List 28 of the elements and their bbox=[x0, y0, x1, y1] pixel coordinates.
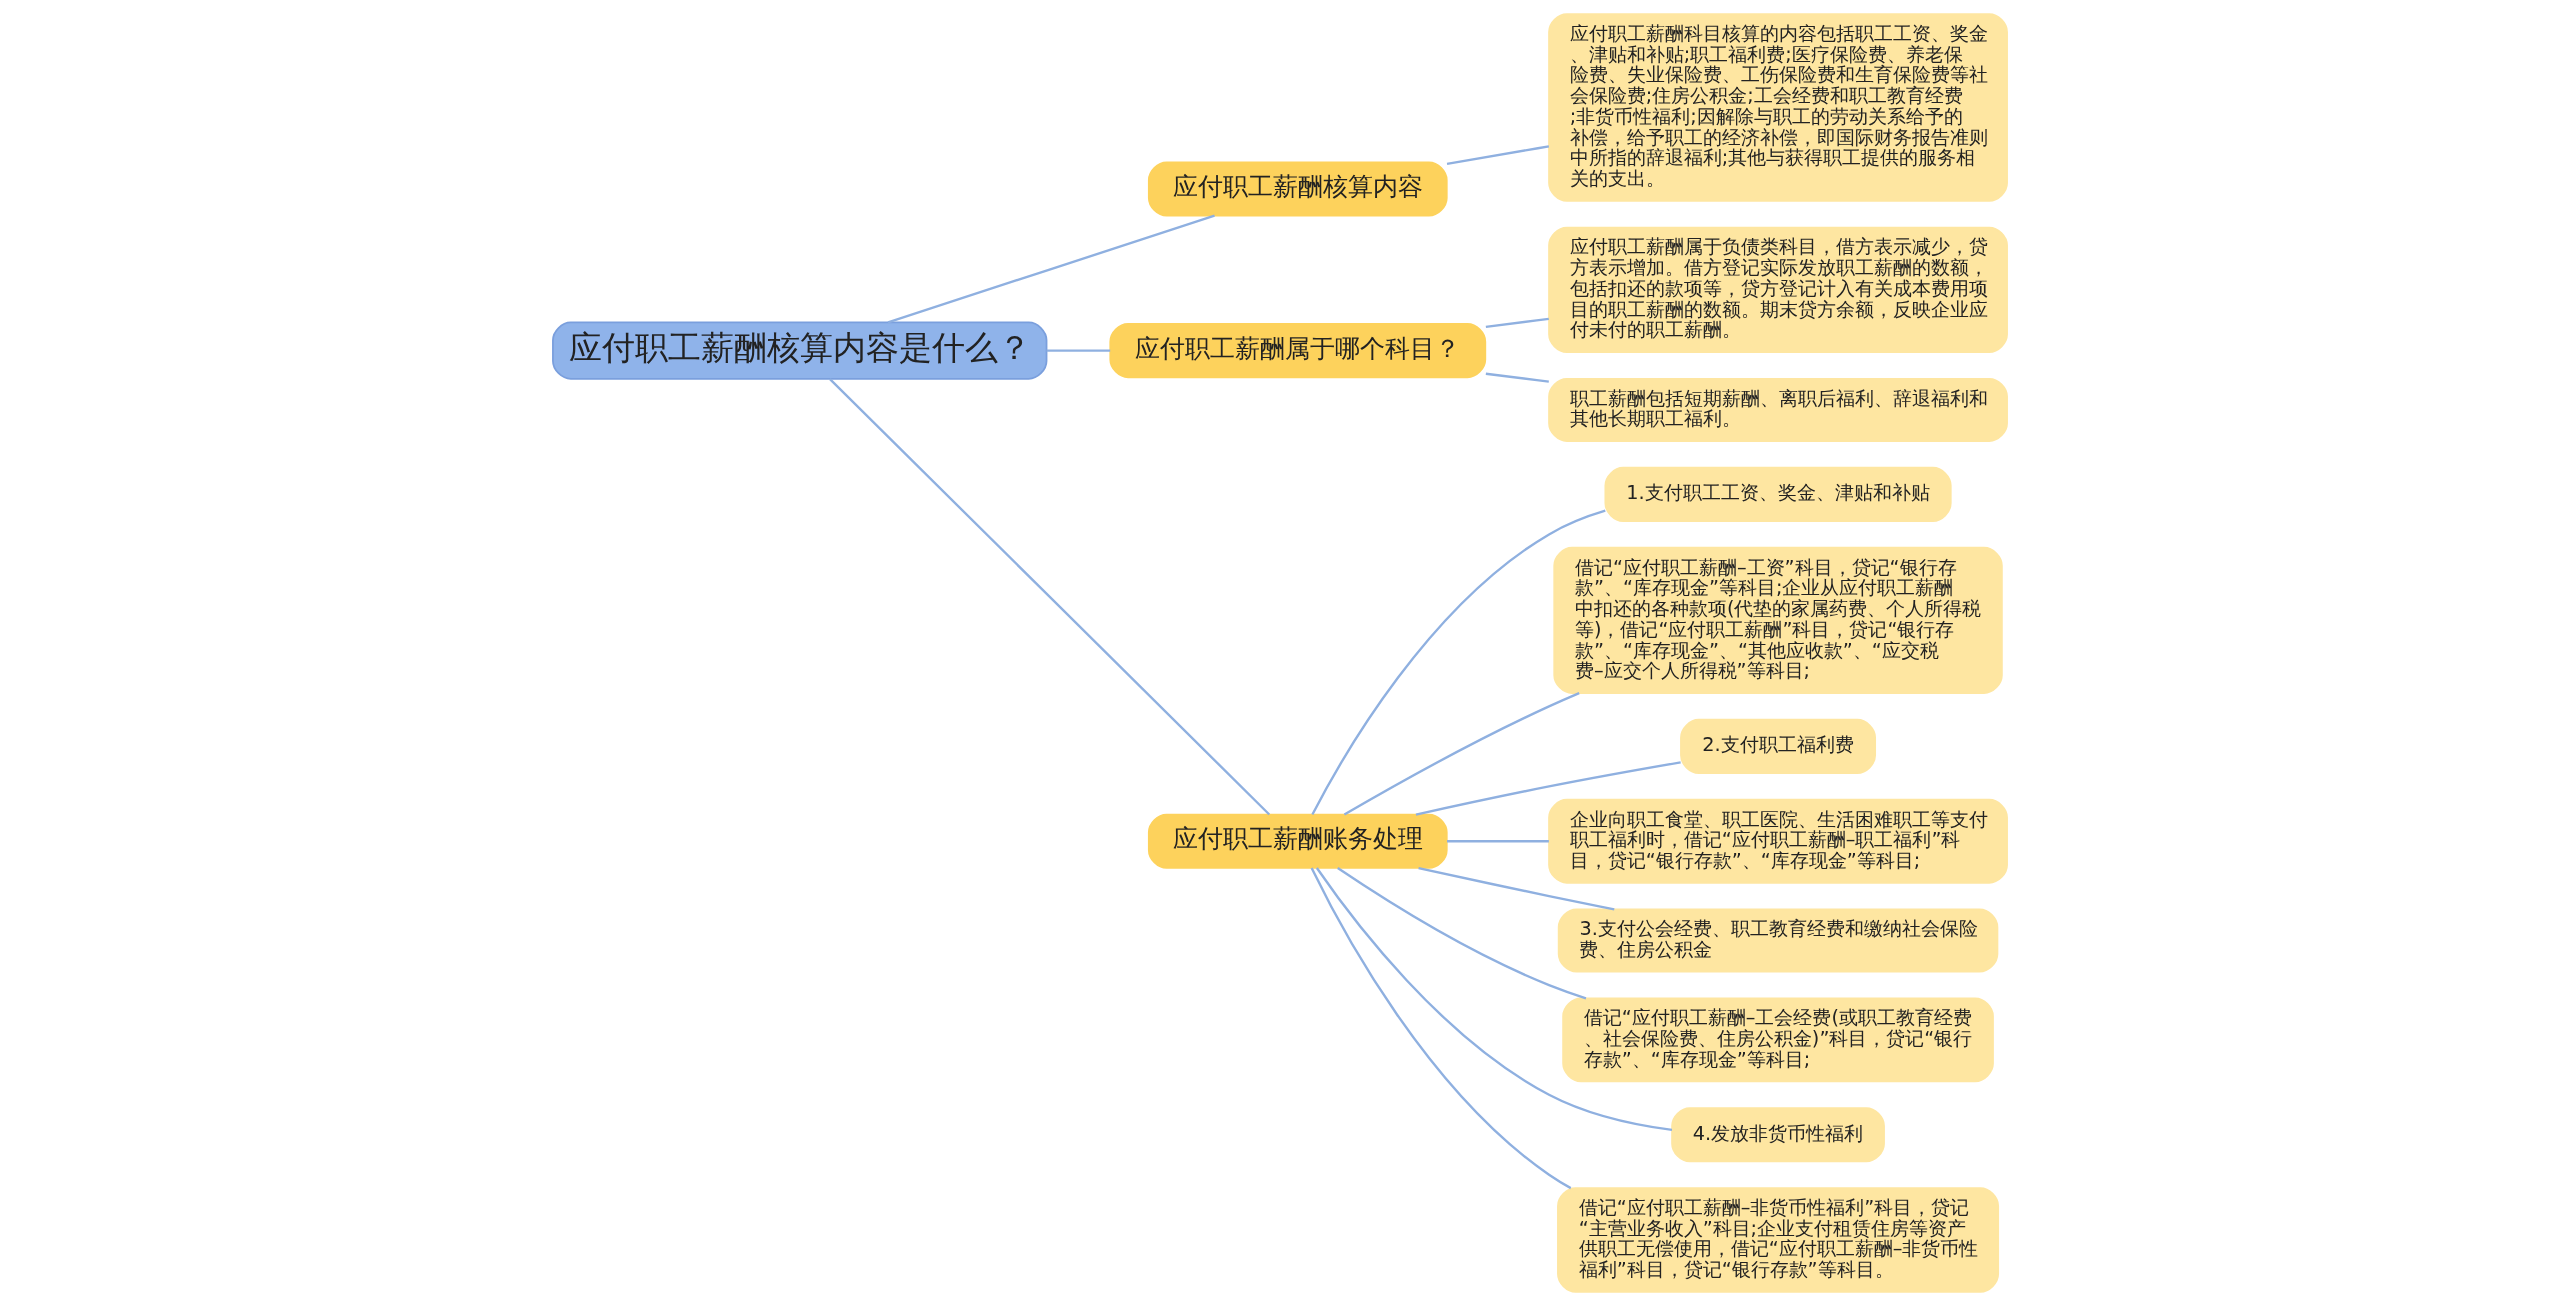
connector bbox=[1315, 867, 1673, 1132]
node-box: 应付职工薪酬属于哪个科目？ bbox=[1109, 323, 1487, 379]
node-box: 借记“应付职工薪酬–非货币性福利”科目，贷记“主营业务收入”科目;企业支付租赁住房等资产供职工无偿使用，借记“应付职工薪酬–非货币性福利”科目，贷记“银行存款”等科目。 bbox=[1557, 1187, 2000, 1293]
node-box: 职工薪酬包括短期薪酬、离职后福利、辞退福利和其他长期职工福利。 bbox=[1548, 377, 2008, 442]
connector bbox=[1046, 349, 1111, 352]
connector bbox=[1485, 372, 1549, 383]
connector bbox=[1447, 840, 1549, 843]
connector bbox=[1446, 145, 1550, 165]
connector bbox=[1343, 692, 1580, 816]
connector bbox=[1311, 509, 1606, 816]
connector bbox=[1337, 867, 1587, 1000]
node-box: 3.支付公会经费、职工教育经费和缴纳社会保险费、住房公积金 bbox=[1557, 908, 1999, 973]
node-box: 应付职工薪酬科目核算的内容包括职工工资、奖金、津贴和补贴;职工福利费;医疗保险费、养老保险费、失业保险费、工伤保险费和生育保险费等社会保险费;住房公积金;工会经费和职工教育经费;非货币性福利;因解除与职工的劳动关系给予的补偿，给予职工的经济补偿，即国际财务报告准则中所指的辞退福利;其他与获得职工提供的服务相关的支出。 bbox=[1548, 13, 2008, 202]
connector bbox=[887, 214, 1215, 324]
node-box: 借记“应付职工薪酬–工资”科目，贷记“银行存款”、“库存现金”等科目;企业从应付职工薪酬中扣还的各种款项(代垫的家属药费、个人所得税等)，借记“应付职工薪酬”科目，贷记“银行存款”、“库存现金”、“其他应收款”、“应交税费–应交个人所得税”等科目; bbox=[1553, 546, 2003, 694]
connector bbox=[1310, 867, 1572, 1190]
node-box: 应付职工薪酬账务处理 bbox=[1147, 813, 1448, 869]
connector bbox=[1415, 761, 1681, 816]
node-box: 4.发放非货币性福利 bbox=[1671, 1107, 1885, 1163]
node-box: 企业向职工食堂、职工医院、生活困难职工等支付职工福利时，借记“应付职工薪酬–职工福利”科目，贷记“银行存款”、“库存现金”等科目; bbox=[1548, 798, 2008, 884]
node-box: 应付职工薪酬核算内容是什么？ bbox=[552, 321, 1048, 380]
node-box: 1.支付职工工资、奖金、津贴和补贴 bbox=[1604, 466, 1952, 522]
connector bbox=[829, 378, 1271, 816]
node-box: 应付职工薪酬属于负债类科目，借方表示减少，贷方表示增加。借方登记实际发放职工薪酬的数额，包括扣还的款项等，贷方登记计入有关成本费用项目的职工薪酬的数额。期末贷方余额，反映企业应付未付的职工薪酬。 bbox=[1548, 226, 2008, 353]
node-box: 应付职工薪酬核算内容 bbox=[1147, 161, 1448, 217]
node-box: 借记“应付职工薪酬–工会经费(或职工教育经费、社会保险费、住房公积金)”科目，贷记“银行存款”、“库存现金”等科目; bbox=[1562, 997, 1994, 1083]
connector bbox=[1485, 317, 1549, 329]
node-box: 2.支付职工福利费 bbox=[1680, 718, 1877, 774]
